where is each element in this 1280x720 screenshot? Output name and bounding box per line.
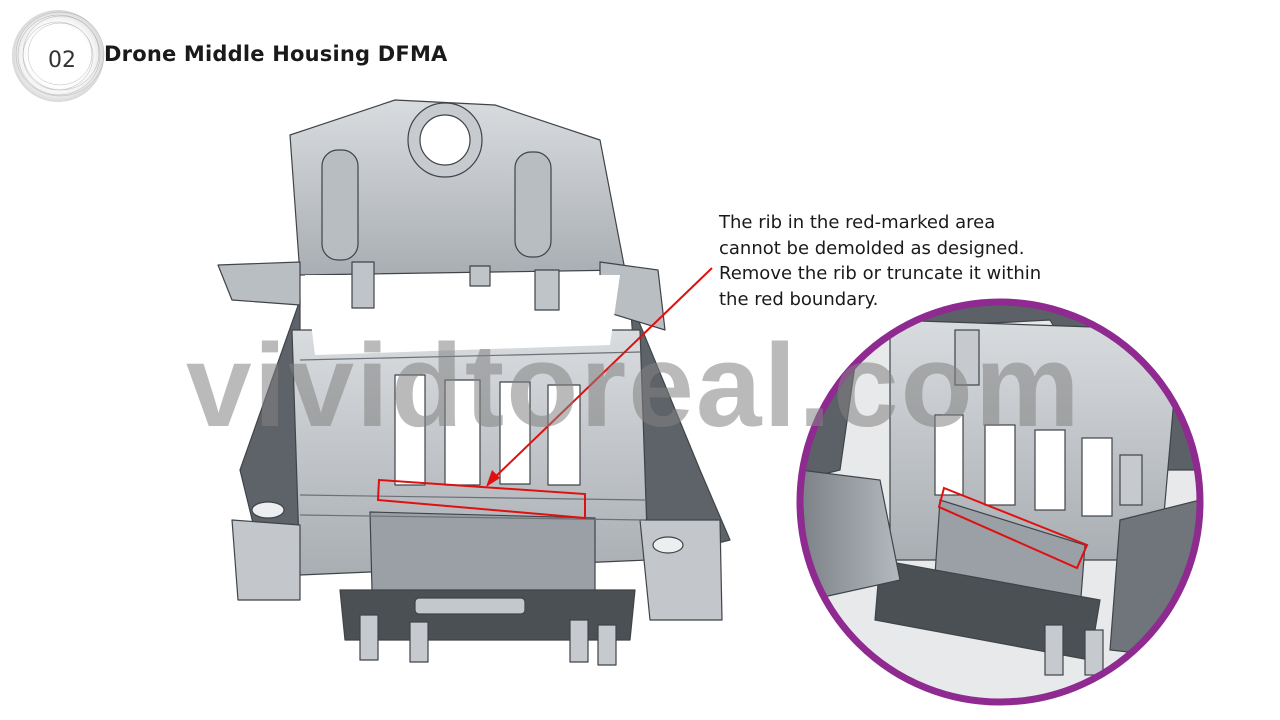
section-number: 02 [48,48,76,73]
watermark: vividtoreal.com [186,320,1082,452]
section-badge: 02 [10,8,106,104]
annotation-note: The rib in the red-marked area cannot be… [719,210,1059,312]
annotation-line: The rib in the red-marked area [719,212,996,233]
leader-arrow [486,267,713,487]
annotation-line: the red boundary. [719,288,879,310]
slide-title: Drone Middle Housing DFMA [104,42,448,66]
annotation-line: cannot be demolded as designed. [719,237,1025,259]
housing-model [217,99,731,666]
badge-ring-graphic [12,10,105,102]
zoom-callout [796,298,1204,706]
rib-highlight-box [376,478,586,520]
zoom-rib-highlight-box [937,486,1089,570]
annotation-line: Remove the rib or truncate it within [719,263,1042,284]
